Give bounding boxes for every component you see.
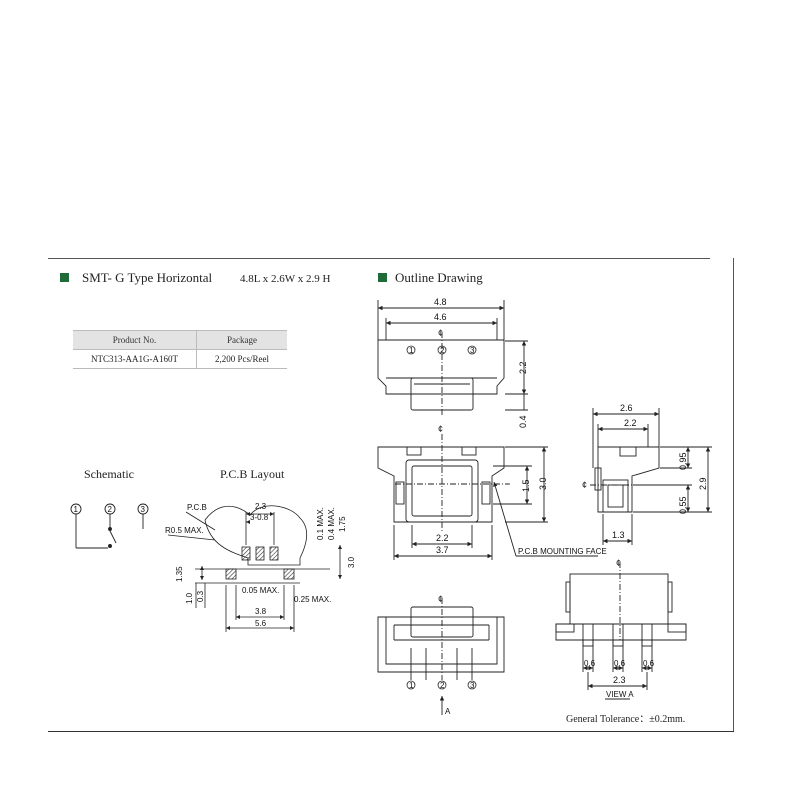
d005-label: 0.05 MAX.: [242, 586, 279, 595]
top-pin-3-circle: [467, 345, 477, 355]
d135-label: 1.35: [175, 566, 184, 582]
table-header-package: Package: [196, 330, 287, 350]
side-centerline-label: ¢: [582, 480, 587, 490]
pcb-mounting-face-label: P.C.B MOUNTING FACE: [518, 547, 607, 556]
bottom-d30-label: 3.0: [538, 477, 548, 490]
viewa-d06c-label: 0.6: [643, 659, 655, 668]
table-header-row: Product No. Package: [73, 330, 287, 350]
outline-view-a: [555, 562, 687, 700]
section-marker-icon: [378, 273, 387, 282]
side-d29-label: 2.9: [698, 477, 708, 490]
top-pin-3-label: 3: [470, 346, 475, 355]
top-d04-label: 0.4: [518, 415, 528, 428]
d025-label: 0.25 MAX.: [294, 595, 331, 604]
d03-label: 0.3: [196, 590, 205, 602]
d04-label: 0.4 MAX.: [327, 507, 336, 540]
pcb-layout-title: P.C.B Layout: [220, 467, 285, 481]
product-no-cell: NTC313-AA1G-A160T: [73, 349, 197, 369]
package-cell: 2,200 Pcs/Reel: [196, 349, 287, 369]
size-spec: 4.8L x 2.6W x 2.9 H: [240, 273, 331, 285]
frame-bottom-line: [48, 731, 734, 732]
viewa-d23-label: 2.3: [613, 675, 626, 685]
pin-3-label: 3: [141, 505, 146, 514]
d10-label: 1.0: [185, 592, 194, 604]
top-centerline-label: ¢: [438, 328, 443, 338]
front-pin-2-circle: [437, 680, 447, 690]
d175-label: 1.75: [338, 516, 347, 532]
pad-right: [283, 568, 295, 580]
top-d48-label: 4.8: [434, 297, 447, 307]
product-table: Product No. Package NTC313-AA1G-A160T 2,…: [73, 330, 287, 369]
front-pin-1-label: 1: [409, 681, 414, 690]
d23-label: 2.3: [255, 502, 267, 511]
bottom-d22-label: 2.2: [436, 533, 449, 543]
viewa-d06a-label: 0.6: [584, 659, 596, 668]
view-a-title: VIEW A: [606, 690, 634, 699]
d01-label: 0.1 MAX.: [316, 507, 325, 540]
outline-front-view: [377, 598, 505, 715]
pcb-layout-diagram: [167, 505, 342, 632]
pad-left: [225, 568, 237, 580]
schematic-diagram: [70, 503, 149, 549]
top-pin-2-label: 2: [440, 346, 445, 355]
side-d055-label: 0.55: [678, 496, 688, 514]
front-centerline-label: ¢: [438, 594, 443, 604]
general-tolerance: General Tolerance：±0.2mm.: [566, 714, 686, 725]
pcb-label: P.C.B: [187, 503, 207, 512]
bottom-centerline-label: ¢: [438, 424, 443, 434]
d38-label: 3.8: [255, 607, 267, 616]
outline-top-view: [377, 300, 528, 415]
pin-2-label: 2: [108, 505, 113, 514]
pad-3: [269, 546, 279, 561]
bottom-d15-label: 1.5: [521, 479, 531, 492]
outline-drawing-title: Outline Drawing: [395, 270, 483, 285]
top-d46-label: 4.6: [434, 312, 447, 322]
table-header-product-no: Product No.: [73, 330, 197, 350]
d3x08-label: 3-0.8: [250, 513, 269, 522]
side-d26-label: 2.6: [620, 403, 633, 413]
table-row: NTC313-AA1G-A160T 2,200 Pcs/Reel: [73, 349, 287, 369]
d30-label: 3.0: [347, 556, 356, 568]
top-pin-1-circle: [406, 345, 416, 355]
front-pin-2-label: 2: [440, 681, 445, 690]
section-marker-icon: [60, 273, 69, 282]
schematic-title: Schematic: [84, 467, 134, 481]
r05-label: R0.5 MAX.: [165, 526, 204, 535]
pin-1-label: 1: [74, 505, 79, 514]
bottom-d37-label: 3.7: [436, 545, 449, 555]
front-pin-3-circle: [467, 680, 477, 690]
outline-bottom-view: [377, 434, 598, 560]
viewa-centerline-label: ¢: [616, 558, 621, 568]
outline-side-view: [590, 408, 712, 545]
series-title: SMT- G Type Horizontal: [82, 270, 213, 285]
front-pin-3-label: 3: [470, 681, 475, 690]
viewa-d06b-label: 0.6: [614, 659, 626, 668]
top-pin-1-label: 1: [409, 346, 414, 355]
top-d22-label: 2.2: [518, 361, 528, 374]
side-d22-label: 2.2: [624, 418, 637, 428]
d56-label: 5.6: [255, 619, 267, 628]
frame-right-line: [733, 258, 734, 732]
pad-1: [241, 546, 251, 561]
top-pin-2-circle: [437, 345, 447, 355]
view-arrow-label: A: [445, 707, 451, 716]
front-pin-1-circle: [406, 680, 416, 690]
frame-top-line: [48, 258, 710, 259]
side-d13-label: 1.3: [612, 530, 625, 540]
side-d095-label: 0.95: [678, 452, 688, 470]
pad-2: [255, 546, 265, 561]
